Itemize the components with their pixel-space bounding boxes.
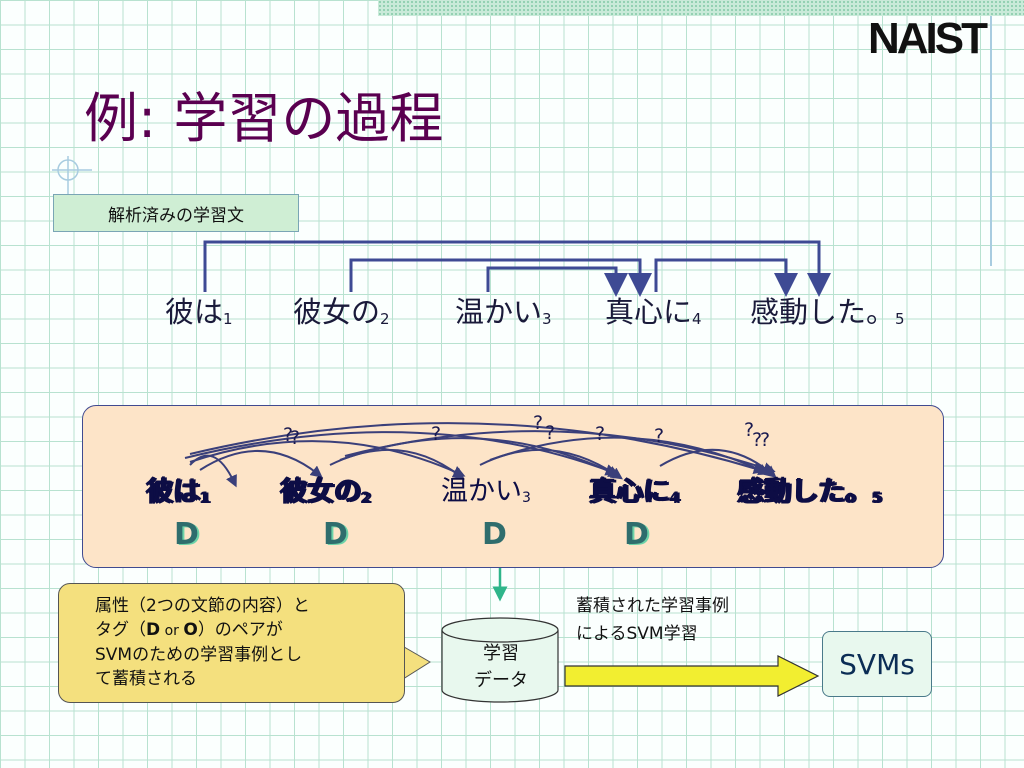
candidate-arc [189, 440, 466, 477]
candidate-arc [184, 431, 618, 476]
accumulation-callout: 属性（2つの文節の内容）と タグ（D or O）のペアが SVMのための学習事例… [58, 583, 405, 703]
tag-d-2: D [323, 517, 348, 552]
candidate-arc [189, 422, 766, 475]
question-mark: ? [752, 429, 763, 451]
svms-box: SVMs [822, 631, 932, 697]
dep-arc-4-to-5 [654, 258, 798, 297]
svm-learning-caption: 蓄積された学習事例 によるSVM学習 [576, 596, 729, 644]
tag-d-4: D [624, 517, 649, 552]
question-mark: ? [533, 412, 544, 434]
panel-word-4: 真心に4 [589, 476, 680, 507]
question-mark: ? [545, 422, 556, 444]
panel-word-5: 感動した。5 [737, 476, 882, 507]
candidate-arc [659, 448, 777, 478]
panel-word-2: 彼女の2 [280, 476, 371, 507]
tag-d-1: D [174, 517, 199, 552]
callout-line: 属性（2つの文節の内容）と [95, 596, 310, 616]
sentence-word-2: 彼女の2 [293, 295, 390, 329]
sentence-word-3: 温かい3 [455, 295, 552, 329]
tag-d-3: D [482, 517, 507, 552]
naist-logo: NAIST [868, 14, 988, 63]
database-cylinder-icon [441, 617, 559, 703]
callout-line: SVMのための学習事例とし [95, 645, 303, 665]
callout-line: タグ（D or O）のペアが [95, 620, 283, 640]
sentence-word-5: 感動した。5 [750, 295, 905, 329]
dep-arc-2-to-4 [349, 258, 652, 297]
database-label: 学習 データ [474, 643, 528, 691]
decorative-vertical-line [990, 16, 992, 266]
sentence-word-4: 真心に4 [605, 295, 702, 329]
question-mark: ? [744, 419, 755, 441]
callout-line: て蓄積される [95, 669, 197, 689]
sentence-word-1: 彼は1 [165, 295, 233, 329]
dep-arc-3-to-4 [486, 266, 628, 297]
question-mark: ? [654, 425, 665, 447]
question-mark: ? [431, 423, 442, 445]
panel-word-1: 彼は1 [146, 476, 210, 507]
question-mark: ? [290, 427, 301, 449]
question-mark: ? [595, 423, 606, 445]
parsed-sentence-label: 解析済みの学習文 [53, 194, 299, 232]
panel-word-3: 温かい3 [441, 476, 531, 507]
big-right-arrow [564, 655, 820, 697]
candidate-arc [199, 450, 323, 478]
question-mark: ? [283, 424, 294, 446]
slide-title: 例: 学習の過程 [84, 87, 444, 150]
header-dotted-band [378, 0, 1024, 16]
question-mark: ? [760, 429, 771, 451]
crosshair-ornament [52, 156, 92, 196]
dep-arc-1-to-5 [203, 240, 831, 297]
candidate-arc [489, 436, 771, 475]
